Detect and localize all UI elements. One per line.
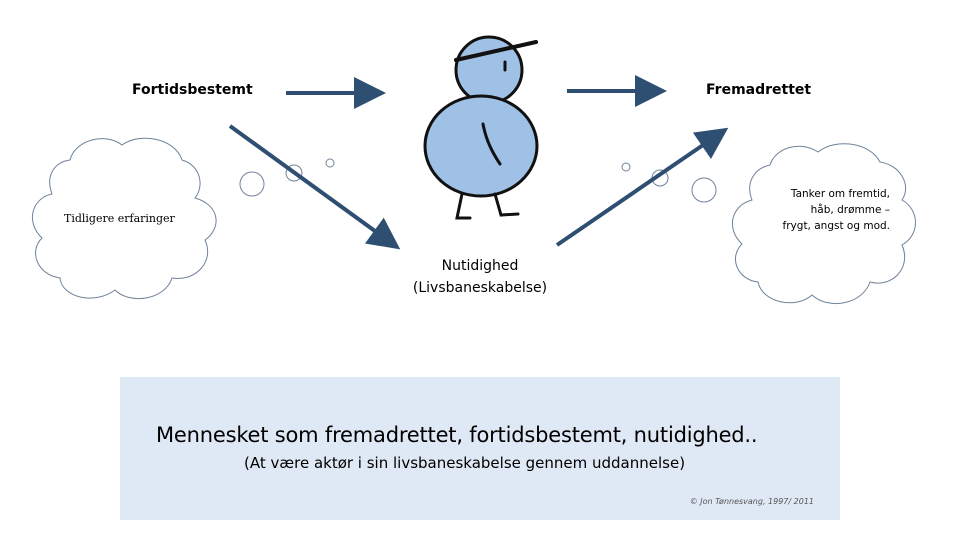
label-tanker-om-fremtid: Tanker om fremtid, håb, drømme – frygt, … — [768, 186, 890, 234]
thoughts-line-1: Tanker om fremtid, — [768, 186, 890, 202]
caption-box: Mennesket som fremadrettet, fortidsbeste… — [120, 377, 840, 520]
left-bubble-small — [326, 159, 334, 167]
right-bubble-small — [622, 163, 630, 171]
label-fremadrettet: Fremadrettet — [706, 82, 811, 98]
figure-body — [425, 96, 537, 196]
label-nutidighed-line2: (Livsbaneskabelse) — [390, 277, 570, 299]
person-figure — [425, 37, 537, 218]
left-bubble-large — [240, 172, 264, 196]
thoughts-line-3: frygt, angst og mod. — [768, 218, 890, 234]
figure-left-leg — [457, 194, 470, 218]
caption-subtitle: (At være aktør i sin livsbaneskabelse ge… — [244, 454, 685, 472]
right-bubble-large — [692, 178, 716, 202]
label-tidligere-erfaringer: Tidligere erfaringer — [64, 212, 175, 225]
figure-right-leg — [495, 194, 518, 215]
caption-title: Mennesket som fremadrettet, fortidsbeste… — [156, 423, 757, 447]
copyright-credit: © Jon Tønnesvang, 1997/ 2011 — [690, 497, 814, 506]
label-nutidighed: Nutidighed (Livsbaneskabelse) — [390, 255, 570, 299]
label-fortidsbestemt: Fortidsbestemt — [132, 82, 253, 98]
label-nutidighed-line1: Nutidighed — [390, 255, 570, 277]
thoughts-line-2: håb, drømme – — [768, 202, 890, 218]
